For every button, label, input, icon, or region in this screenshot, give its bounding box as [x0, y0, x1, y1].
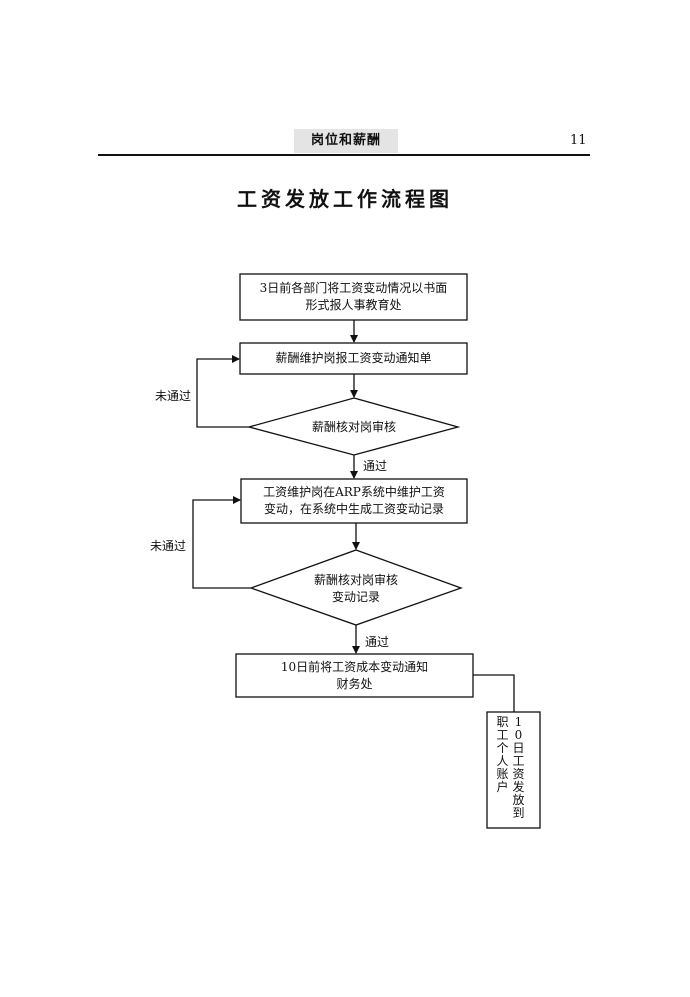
- page-title: 工资发放工作流程图: [237, 187, 453, 211]
- header-rule: [98, 154, 590, 156]
- page-number: 11: [570, 133, 587, 148]
- node-step2-text: 薪酬维护岗报工资变动通知单: [275, 351, 432, 365]
- node-review1-text: 薪酬核对岗审核: [311, 420, 396, 434]
- node-review2-text: 薪酬核对岗审核 变动记录: [313, 573, 398, 604]
- edge-label-pass-1: 通过: [363, 459, 388, 473]
- edge-label-fail-1: 未通过: [155, 389, 192, 403]
- node-step1-text: 3日前各部门将工资变动情况以书面 形式报人事教育处: [259, 281, 448, 312]
- section-tag: 岗位和薪酬: [294, 129, 398, 153]
- edge-review1-fail-loop: [196, 355, 249, 428]
- node-step4-text: 10日前将工资成本变动通知 财务处: [280, 660, 429, 691]
- edge-label-fail-2: 未通过: [150, 539, 187, 553]
- node-step3-text: 工资维护岗在ARP系统中维护工资 变动，在系统中生成工资变动记录: [263, 485, 445, 516]
- edge-review2-fail-loop: [192, 496, 251, 589]
- node-step3-box: [240, 478, 468, 524]
- node-step5-text-col2: 职工个人账户: [496, 715, 509, 794]
- edge-label-pass-2: 通过: [365, 635, 390, 649]
- edge-step4-step5: [473, 674, 515, 712]
